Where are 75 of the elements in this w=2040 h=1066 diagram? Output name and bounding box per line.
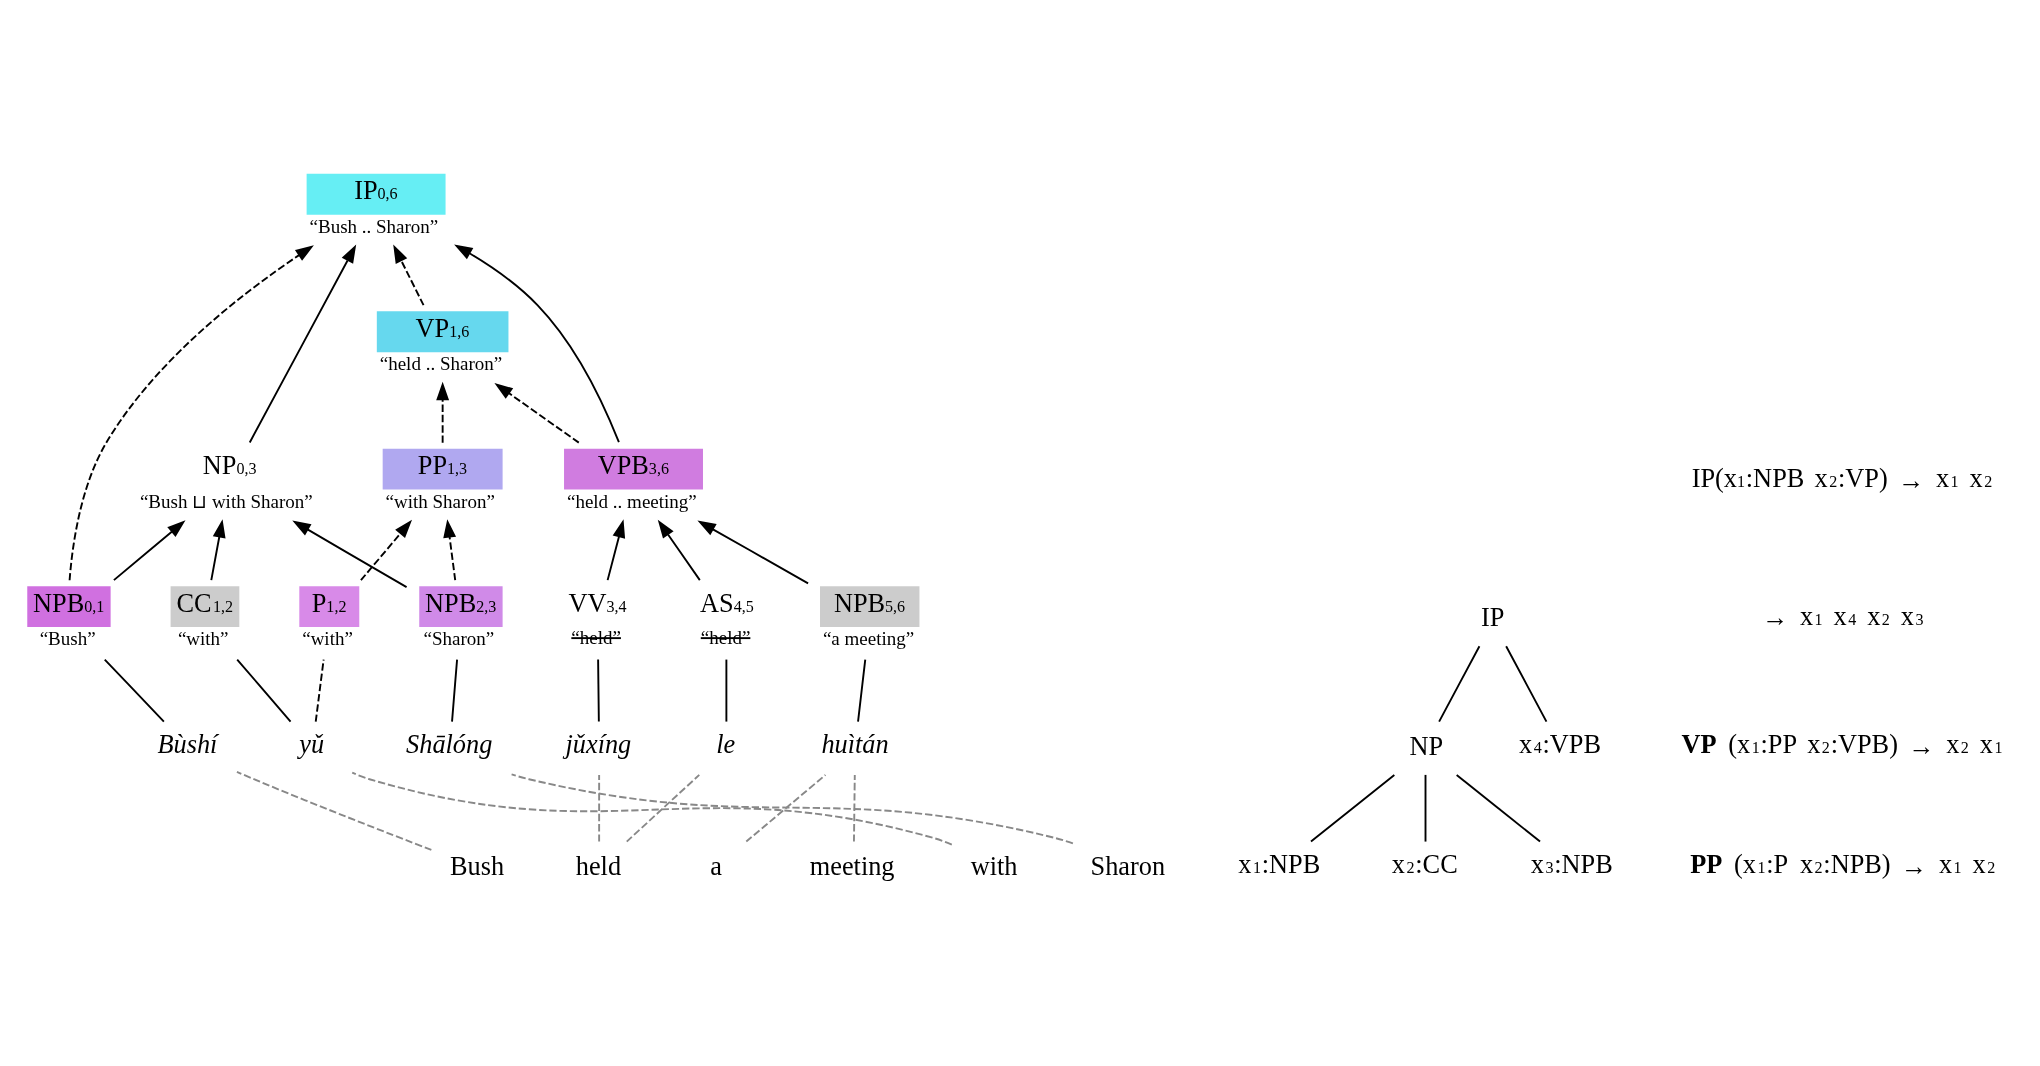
arrow (436, 381, 450, 444)
arrow (697, 519, 810, 584)
arrow (360, 519, 413, 581)
connector (1310, 773, 1396, 843)
arrow (606, 518, 626, 581)
connector (1424, 773, 1427, 843)
node-label: “with” (302, 627, 353, 649)
label: PP (x1:P x2:NPB) → x1 x2 (1690, 849, 1996, 881)
connector (853, 773, 856, 843)
node-text: NP (1409, 731, 1444, 761)
node-text: Sharon (1090, 851, 1166, 881)
arrow (494, 382, 580, 444)
node-text: x2:CC (1391, 849, 1458, 879)
node-label: “Bush .. Sharon” (309, 215, 439, 237)
node-text: x1:NPB (1238, 849, 1321, 879)
arrow (68, 244, 314, 581)
arrow (657, 519, 701, 581)
connector (625, 773, 701, 843)
node-text: a (710, 851, 722, 881)
connector (314, 658, 325, 723)
node-text: jǔxíng (565, 729, 632, 759)
node-label: “Sharon” (423, 627, 495, 649)
node-label: “held .. Sharon” (379, 352, 503, 374)
node-text: huìtán (821, 729, 889, 759)
connector (1505, 644, 1548, 723)
connector (857, 658, 867, 723)
node-text: VV3,4 “held” (568, 588, 627, 648)
node-label: “with Sharon” (385, 490, 495, 512)
node-text: held (575, 851, 622, 881)
node-label: “held .. meeting” (566, 490, 697, 512)
node-label: “a meeting” (822, 627, 915, 649)
arrow (248, 243, 357, 443)
node-text: Bùshí (157, 729, 218, 759)
connector (103, 658, 165, 723)
connector (597, 658, 600, 723)
connector (725, 658, 728, 723)
node-box: VP1,6 (376, 310, 509, 352)
connector (236, 658, 292, 723)
label: VP (x1:PP x2:VPB) → x2 x1 (1681, 729, 2003, 761)
arrow (393, 244, 425, 306)
node-text: yǔ (299, 729, 325, 759)
node-text: meeting (809, 851, 895, 881)
label: IP(x1:NPB x2:VP) → x1 x2 (1691, 463, 1993, 495)
connector (1438, 644, 1481, 723)
node-text: x4:VPB (1519, 729, 1602, 759)
node-label: “with” (177, 627, 229, 649)
label: → x1 x4 x2 x3 (1761, 601, 1924, 632)
node-text: le (716, 729, 736, 759)
node-text: x3:NPB (1530, 849, 1613, 879)
node-box: IP0,6 (306, 173, 446, 215)
arrow (292, 520, 408, 588)
connector (745, 773, 827, 843)
connector (235, 770, 433, 851)
connector (1455, 773, 1541, 843)
connector (510, 772, 1074, 844)
node-box: NPB5,6 (820, 585, 920, 627)
node-label: “Bush” (39, 627, 96, 649)
node-box: PP1,3 (382, 448, 503, 490)
node-box: VPB3,6 (564, 448, 703, 490)
node-box: NPB0,1 (27, 585, 111, 627)
connector (351, 771, 953, 846)
node-text: IP (1481, 602, 1505, 632)
node-text: Shālóng (406, 729, 493, 759)
node-text: NP0,3 “Bush ⊔ with Sharon” (139, 450, 313, 512)
arrow (112, 519, 186, 581)
connector (598, 773, 601, 843)
arrow (210, 518, 226, 581)
arrow (443, 518, 457, 581)
node-box: NPB2,3 (419, 585, 503, 627)
node-text: with (970, 851, 1018, 881)
arrow (454, 243, 620, 443)
node-box: P1,2 (299, 585, 360, 627)
node-text: AS4,5 “held” (700, 588, 754, 648)
connector (451, 658, 459, 723)
node-text: Bush (449, 851, 505, 881)
